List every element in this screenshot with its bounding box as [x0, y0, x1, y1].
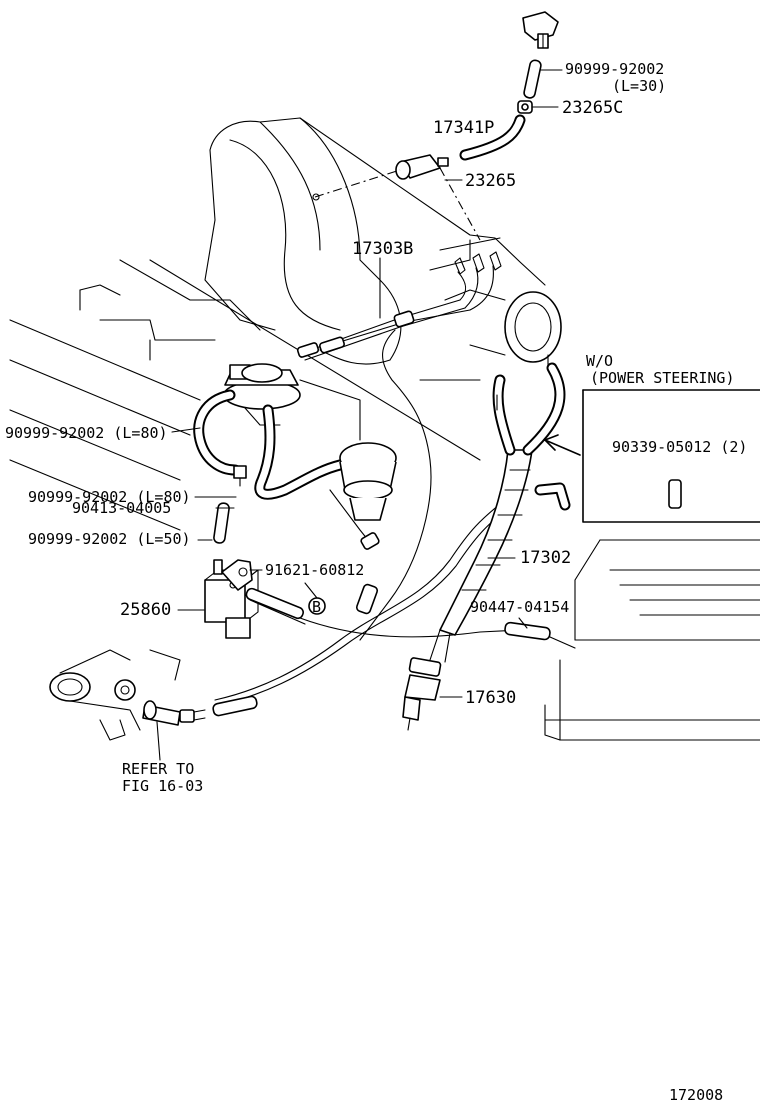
label-plug: 90339-05012 (2)	[612, 438, 747, 456]
label-hose-top-len: (L=30)	[612, 77, 666, 95]
label-refer-line1: REFER TO	[122, 760, 194, 778]
leader-lines	[156, 69, 563, 761]
check-valve	[395, 154, 449, 180]
label-refer-line2: FIG 16-03	[122, 777, 203, 795]
label-clip: 90413-04005	[72, 499, 171, 517]
water-outlet	[49, 649, 181, 741]
label-hose-l80-upper: 90999-92002 (L=80)	[5, 424, 168, 442]
label-vsv: 25860	[120, 600, 171, 620]
label-bolt: 91621-60812	[265, 561, 364, 579]
vsv-body	[204, 559, 259, 639]
hose-l80-lower	[254, 404, 346, 500]
label-hose-set: 17303B	[352, 239, 413, 259]
label-check-valve: 23265	[465, 171, 516, 191]
leader-check-valve	[314, 169, 401, 198]
tube-assembly	[429, 354, 571, 663]
vsv-bracket	[221, 559, 253, 591]
label-tube-assy: 17302	[520, 548, 571, 568]
hole-marker	[312, 193, 320, 201]
temp-switch	[142, 700, 206, 726]
vsv-connector-fitting	[517, 100, 533, 114]
label-vsv-connector: 23265C	[562, 98, 623, 118]
hose-top	[523, 59, 542, 99]
sensor-17630	[402, 657, 442, 731]
label-wo-line2: (POWER STEERING)	[590, 369, 735, 387]
long-hoses	[212, 499, 576, 717]
air-cleaner-box	[544, 539, 760, 741]
intake-manifold-outline	[9, 117, 562, 531]
label-union: 90447-04154	[470, 598, 569, 616]
bolt-marker-letter: B	[312, 598, 321, 616]
bolt-marker: B	[308, 597, 326, 616]
label-hose-top: 90999-92002	[565, 60, 664, 78]
label-hose-l80-lower: 90999-92002 (L=80)	[28, 488, 191, 506]
inset-box	[544, 389, 760, 523]
vacuum-actuator	[223, 363, 301, 426]
label-wo-line1: W/O	[586, 352, 613, 370]
hose-set	[296, 265, 494, 641]
label-hose-l50: 90999-92002 (L=50)	[28, 530, 191, 548]
clip	[233, 465, 247, 487]
hose-17341p	[459, 114, 526, 161]
label-hose-17341p: 17341P	[433, 118, 494, 138]
top-fitting	[522, 11, 559, 49]
hose-l50	[213, 502, 230, 544]
egr-valve	[329, 442, 397, 550]
label-sensor: 17630	[465, 688, 516, 708]
hose-l80-upper	[193, 389, 241, 476]
label-figure-number: 172008	[669, 1086, 723, 1104]
